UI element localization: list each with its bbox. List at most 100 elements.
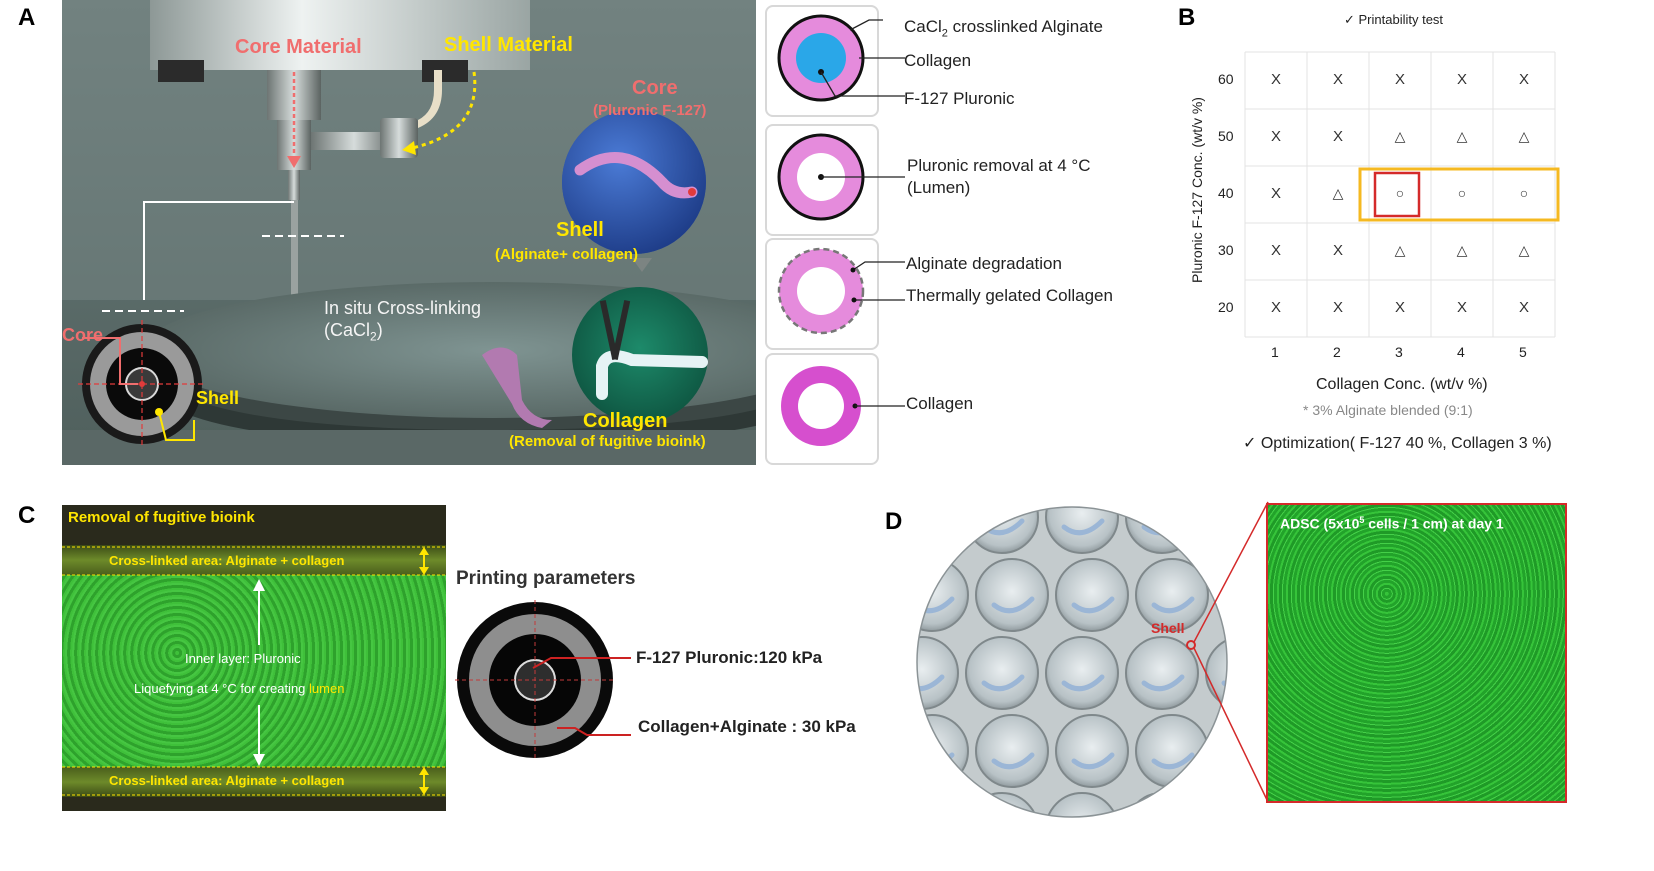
c-inner-line2a: Liquefying at 4 °C for creating [134,681,310,696]
printed-fiber [1061,518,1105,536]
grid-cell: △ [1332,184,1344,201]
b-x-axis-label: Collagen Conc. (wt/v %) [1316,376,1488,393]
grid-cell: △ [1456,241,1468,258]
d-adsc-label: ADSC (5x105 cells / 1 cm) at day 1 [1280,515,1504,532]
x-tick-label: 2 [1333,344,1341,360]
printed-fiber [1144,833,1182,845]
legend-collagen-2: Collagen [906,394,974,413]
d-adsc-sup: 5 [1359,515,1365,525]
well [1205,792,1227,817]
printability-title: ✓ Printability test [1344,12,1444,27]
well [975,558,1049,632]
printed-fiber [1064,833,1102,845]
insitu-end: ) [376,320,383,340]
d-fluorescence-image: ADSC (5x105 cells / 1 cm) at day 1 [1266,503,1567,803]
grid-cell: △ [1394,127,1406,144]
printed-fiber [991,752,1035,770]
grid-cell: △ [1518,241,1530,258]
core-material-label: Core Material [235,36,362,58]
insitu-cacl: (CaCl [324,320,371,340]
panel-label-d: D [885,508,903,535]
panel-label-b: B [1178,4,1196,31]
collagen-subtitle: (Removal of fugitive bioink) [509,433,706,450]
core-title: Core [632,77,678,99]
grid-cell: ○ [1457,184,1467,201]
printing-parameters-title: Printing parameters [456,568,636,589]
b-y-axis-label: Pluronic F-127 Conc. (wt/v %) [1189,97,1205,283]
panel-c-micrograph: Removal of fugitive bioink Cross-linked … [62,505,446,811]
d-shell-label: Shell [1151,620,1185,636]
well [1125,792,1199,817]
c-green-core [62,575,446,770]
printed-fiber [917,518,945,536]
printed-fiber [1141,674,1185,692]
x-tick-label: 1 [1271,344,1279,360]
grid-cell: X [1332,298,1343,316]
grid-cell: X [1270,298,1281,316]
optimal-range-highlight [1358,167,1560,222]
b-optimization: ✓ Optimization( F-127 40 %, Collagen 3 %… [1243,435,1552,452]
grid-cell: X [1270,184,1281,202]
insitu-label: In situ Cross-linking (CaCl2) [324,297,481,348]
grid-cell: X [1456,298,1467,316]
printability-grid [1244,51,1560,338]
shell-title: Shell [556,219,604,241]
x-tick-label: 3 [1395,344,1403,360]
well [1045,792,1119,817]
legend-cacl2: CaCl2 crosslinked Alginate [904,17,1103,39]
printed-fiber [984,833,1022,845]
legend-cacl2-pre: CaCl [904,17,942,36]
printer-illustration [62,0,756,465]
c-crosslinked-top: Cross-linked area: Alginate + collagen [109,553,345,568]
printed-fiber [917,752,955,770]
legend-f127: F-127 Pluronic [904,89,1015,108]
grid-cell: X [1332,127,1343,145]
legend-alginate-degradation: Alginate degradation [906,254,1062,273]
c-bottom-layer [62,767,446,797]
core-subtitle: (Pluronic F-127) [593,102,707,119]
optimal-point-highlight [1373,171,1421,218]
y-tick-label: 40 [1218,184,1234,201]
printed-fiber [1141,518,1185,536]
shell-subtitle: (Alginate+ collagen) [495,246,638,263]
well [1135,558,1209,632]
c-inner-line2: Liquefying at 4 °C for creating lumen [134,681,344,696]
grid-cell: ○ [1519,184,1529,201]
c-annotations [62,546,446,796]
printed-fiber [1071,752,1115,770]
grid-cell: △ [1518,127,1530,144]
printed-fiber [1224,833,1262,845]
grid-cell: X [1270,70,1281,88]
c-inner-line1: Inner layer: Pluronic [185,651,301,666]
well [1045,507,1119,554]
well [965,792,1039,817]
grid-cell: X [1394,298,1405,316]
grid-cell: X [1518,70,1529,88]
well [1135,714,1209,788]
legend-removal-1: Pluronic removal at 4 °C [907,156,1091,175]
printed-fiber [1221,674,1227,692]
grid-cell: X [1394,70,1405,88]
well [1055,558,1129,632]
d-adsc-pre: ADSC (5x10 [1280,515,1360,532]
insitu-line1: In situ Cross-linking [324,298,482,318]
y-tick-label: 20 [1218,298,1234,315]
shell-left-label: Shell [196,388,240,408]
legend-thermal-collagen: Thermally gelated Collagen [906,286,1113,305]
legend-cacl2-sub: 2 [941,27,948,40]
x-tick-label: 4 [1457,344,1465,360]
grid-cell: X [1332,70,1343,88]
d-adsc-post: cells / 1 cm) at day 1 [1364,515,1504,532]
collagen-pressure: Collagen+Alginate : 30 kPa [638,717,856,736]
grid-cell: X [1270,241,1281,259]
well [917,792,959,817]
legend-removal-2: (Lumen) [907,178,971,197]
printed-fiber [904,833,942,845]
well [965,507,1039,554]
printed-fiber [1151,596,1195,614]
grid-cell: X [1332,241,1343,259]
grid-cell: ○ [1395,184,1405,201]
x-tick-label: 5 [1519,344,1527,360]
printed-fiber [991,596,1035,614]
well [1045,636,1119,710]
